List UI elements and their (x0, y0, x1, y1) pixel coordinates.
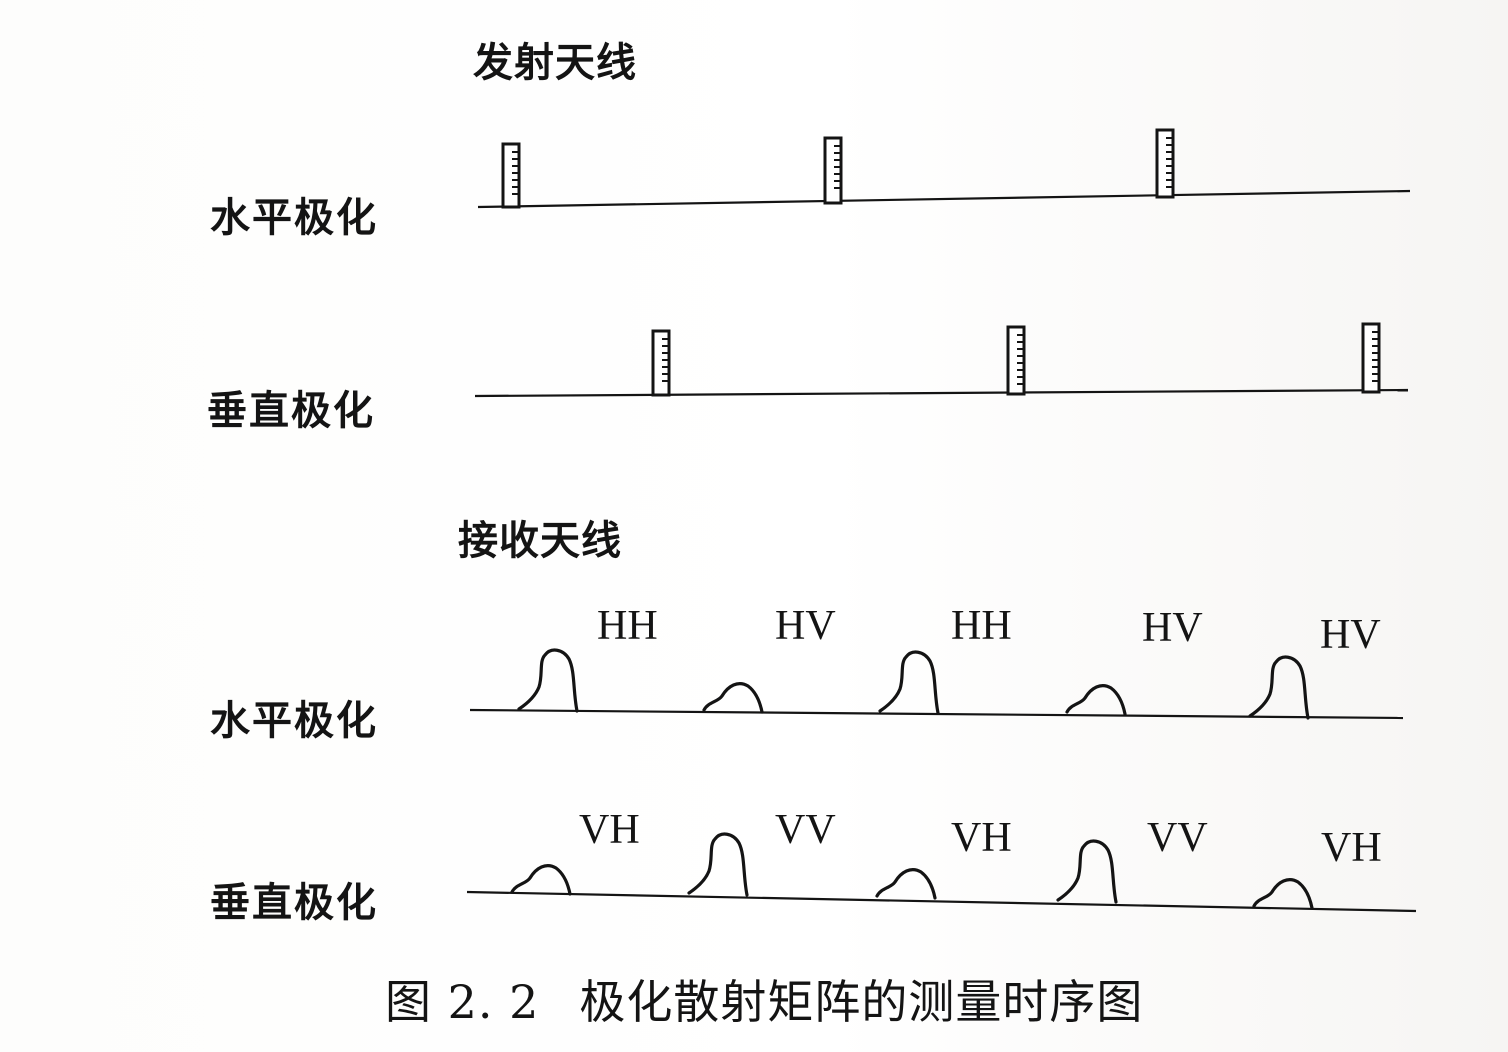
echo-mark-vh-1 (510, 864, 572, 896)
receive-vertical-baseline (466, 890, 1417, 913)
transmit-horizontal-label: 水平极化 (210, 195, 378, 241)
transmit-pulse-v-1 (651, 329, 671, 397)
echo-label-vv-2: VV (1147, 815, 1208, 861)
receive-horizontal-label: 水平极化 (210, 698, 378, 744)
receive-horizontal-baseline (469, 708, 1404, 720)
echo-mark-hv-3 (1248, 655, 1310, 720)
figure-caption: 图 2. 2 极化散射矩阵的测量时序图 (385, 966, 1143, 1032)
transmit-horizontal-baseline (477, 189, 1411, 209)
echo-mark-vh-3 (1252, 878, 1314, 910)
echo-label-hv-1: HV (775, 603, 836, 649)
echo-label-vh-2: VH (951, 815, 1012, 861)
echo-mark-hh-2 (878, 650, 940, 715)
echo-label-hh-1: HH (597, 603, 658, 649)
echo-label-vh-1: VH (579, 807, 640, 853)
echo-label-hh-2: HH (951, 603, 1012, 649)
transmit-pulse-h-1 (501, 142, 521, 209)
transmit-antenna-title: 发射天线 (473, 40, 637, 86)
echo-mark-hv-2 (1065, 684, 1127, 716)
echo-mark-vv-2 (1056, 839, 1118, 904)
echo-label-vh-3: VH (1321, 825, 1382, 871)
echo-mark-vh-2 (875, 868, 937, 900)
receive-antenna-title: 接收天线 (458, 518, 622, 564)
receive-vertical-label: 垂直极化 (210, 880, 378, 926)
figure-number: 图 2. 2 (385, 975, 540, 1029)
echo-mark-hv-1 (702, 682, 764, 714)
transmit-vertical-baseline (474, 388, 1409, 398)
echo-label-vv-1: VV (775, 807, 836, 853)
echo-label-hv-2: HV (1142, 605, 1203, 651)
echo-label-hv-3: HV (1320, 612, 1381, 658)
transmit-pulse-h-2 (823, 136, 843, 205)
figure-title: 极化散射矩阵的测量时序图 (579, 975, 1144, 1029)
transmit-vertical-label: 垂直极化 (207, 388, 375, 434)
echo-mark-vv-1 (687, 832, 749, 897)
echo-mark-hh-1 (517, 648, 579, 713)
